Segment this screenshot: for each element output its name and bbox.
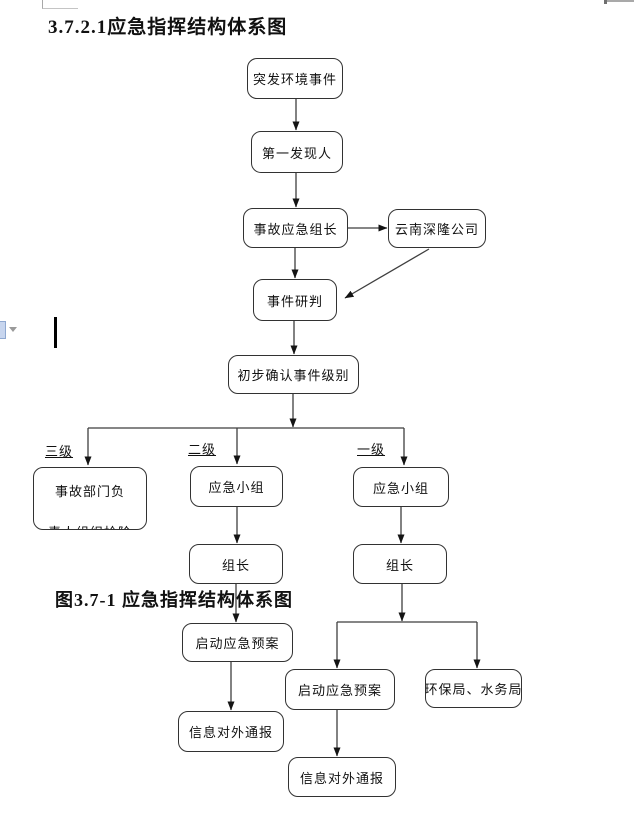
- chevron-down-icon[interactable]: [9, 327, 17, 332]
- figure-caption: 图3.7-1 应急指挥结构体系图: [55, 590, 293, 610]
- node-incident-assessment-label: 事件研判: [266, 293, 323, 309]
- node-start-plan-level1[interactable]: 启动应急预案: [285, 669, 395, 710]
- node-incident[interactable]: 突发环境事件: [247, 58, 343, 99]
- top-right-edge-tick: [604, 0, 607, 4]
- node-emergency-leader-label: 事故应急组长: [253, 221, 338, 237]
- node-dept-head-label-line1: 事故部门负: [54, 484, 125, 499]
- node-dept-head[interactable]: 事故部门负 责人组织抢险: [33, 467, 147, 530]
- node-incident-assessment[interactable]: 事件研判: [253, 279, 337, 321]
- top-right-edge-mark: [604, 0, 634, 2]
- node-emergency-team-level2-label: 应急小组: [208, 480, 265, 495]
- edge-company-assessment: [344, 248, 430, 299]
- node-company-label: 云南深隆公司: [394, 222, 479, 237]
- autocorrect-options-icon[interactable]: [0, 321, 6, 339]
- node-emergency-team-level1[interactable]: 应急小组: [353, 467, 449, 507]
- node-team-leader-level2-label: 组长: [221, 557, 250, 573]
- node-first-discoverer[interactable]: 第一发现人: [251, 131, 343, 173]
- node-team-leader-level1[interactable]: 组长: [353, 544, 447, 584]
- text-cursor: [54, 317, 57, 348]
- node-emergency-team-level2[interactable]: 应急小组: [190, 466, 283, 507]
- node-dept-head-label-line2: 责人组织抢险: [34, 522, 146, 529]
- node-start-plan-level1-label: 启动应急预案: [297, 683, 382, 698]
- node-team-leader-level1-label: 组长: [385, 557, 414, 573]
- node-bureaus[interactable]: 环保局、水务局: [425, 669, 522, 708]
- node-company[interactable]: 云南深隆公司: [388, 209, 486, 248]
- node-start-plan-level2-label: 启动应急预案: [195, 636, 280, 651]
- branch-label-level2: 二级: [188, 442, 217, 457]
- node-start-plan-level2[interactable]: 启动应急预案: [182, 623, 293, 662]
- branch-label-level3: 三级: [45, 444, 74, 459]
- node-team-leader-level2[interactable]: 组长: [189, 544, 283, 584]
- node-external-report-level1-label: 信息对外通报: [299, 770, 384, 786]
- node-external-report-level1[interactable]: 信息对外通报: [288, 757, 396, 797]
- node-emergency-team-level1-label: 应急小组: [372, 480, 429, 496]
- node-external-report-level2-label: 信息对外通报: [188, 725, 273, 740]
- branch-label-level1: 一级: [357, 442, 386, 457]
- node-external-report-level2[interactable]: 信息对外通报: [178, 711, 284, 752]
- node-level-confirmation-label: 初步确认事件级别: [237, 368, 350, 383]
- node-bureaus-label: 环保局、水务局: [425, 682, 522, 697]
- node-emergency-leader[interactable]: 事故应急组长: [243, 208, 348, 248]
- section-heading: 3.7.2.1应急指挥结构体系图: [48, 17, 288, 38]
- node-first-discoverer-label: 第一发现人: [261, 145, 332, 161]
- node-incident-label: 突发环境事件: [252, 72, 337, 87]
- node-level-confirmation[interactable]: 初步确认事件级别: [228, 355, 359, 394]
- corner-crop-mark: [42, 0, 78, 9]
